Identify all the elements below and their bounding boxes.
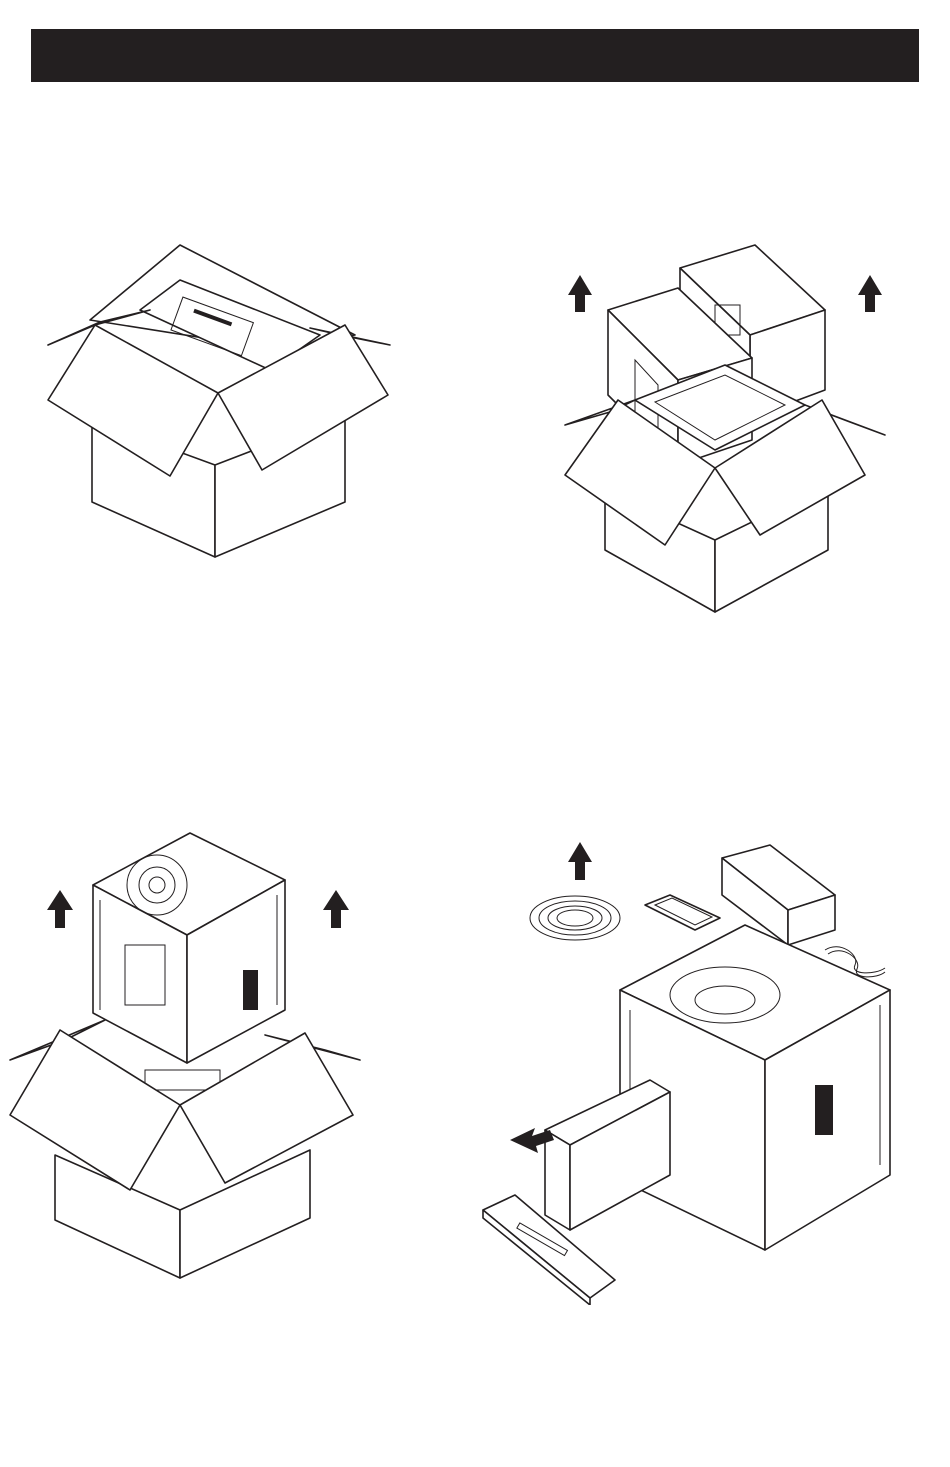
printer-unpacked-panel: [480, 840, 900, 1305]
open-box-icon: [40, 240, 400, 570]
printer-frame-icon: [5, 825, 365, 1280]
header-bar: [31, 29, 919, 82]
filament-spool-icon: [530, 896, 620, 940]
lift-up-arrow-icon: [568, 275, 592, 312]
lift-up-arrow-icon: [47, 890, 73, 928]
foam-slide-out-icon: [483, 1080, 670, 1305]
step-3-panel: [5, 825, 365, 1280]
step-1-panel: [40, 240, 400, 570]
step-4-panel: [480, 840, 900, 1305]
touch-screen-icon: [645, 895, 720, 930]
step-2-panel: [560, 240, 890, 620]
lift-up-arrow-icon: [858, 275, 882, 312]
lift-up-arrow-icon: [323, 890, 349, 928]
lift-up-arrow-icon: [568, 842, 592, 880]
foam-inserts-panel: [560, 240, 890, 620]
